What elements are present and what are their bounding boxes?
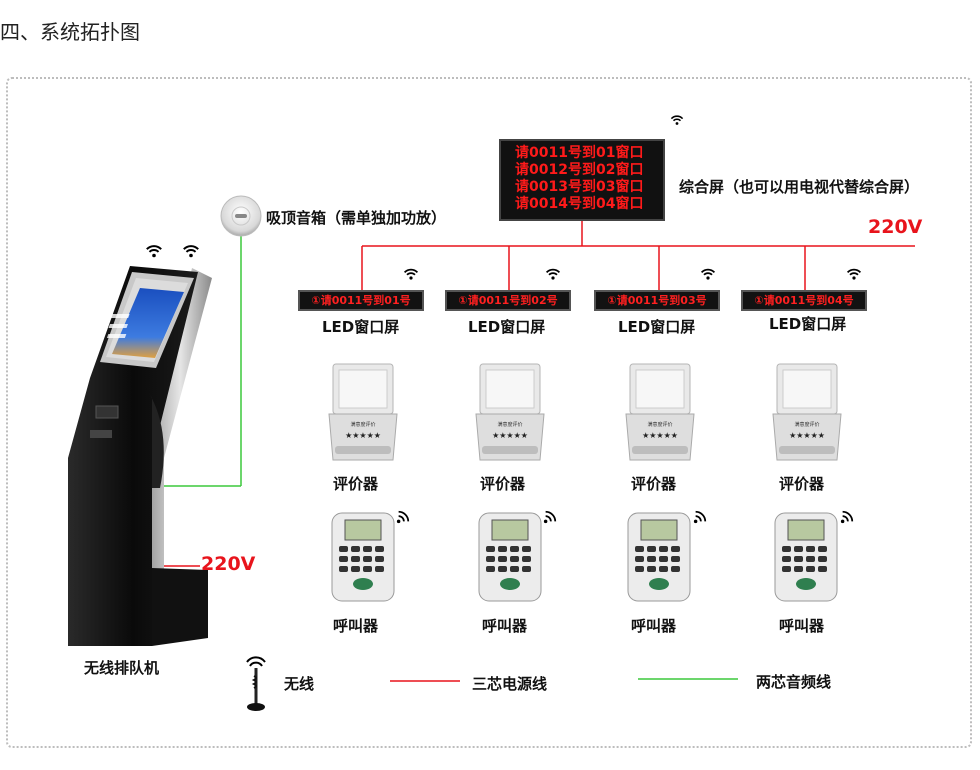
wifi-icon xyxy=(846,266,862,282)
evaluator-device: 满意度评价 ★★★★★ xyxy=(624,362,696,462)
kiosk-screen-title: 智能排队管理系统 xyxy=(94,168,135,174)
caller-label: 呼叫器 xyxy=(482,617,528,635)
window-led-label: LED窗口屏 xyxy=(769,315,847,333)
queue-kiosk xyxy=(60,258,220,653)
wireless-signal-icon xyxy=(543,510,557,524)
window-led-label: LED窗口屏 xyxy=(468,318,546,336)
wifi-icon xyxy=(182,242,200,260)
caller-label: 呼叫器 xyxy=(631,617,677,635)
wifi-icon xyxy=(403,266,419,282)
caller-label: 呼叫器 xyxy=(333,617,379,635)
window-led-screen: ①请0011号到02号 xyxy=(445,290,571,311)
ceiling-speaker-icon xyxy=(219,194,263,238)
wifi-icon xyxy=(700,266,716,282)
svg-text:★★★★★: ★★★★★ xyxy=(789,431,825,440)
svg-text:★★★★★: ★★★★★ xyxy=(492,431,528,440)
svg-text:满意度评价: 满意度评价 xyxy=(350,421,375,428)
antenna-icon xyxy=(244,654,268,714)
evaluator-device: 满意度评价 ★★★★★ xyxy=(327,362,399,462)
evaluator-device: 满意度评价 ★★★★★ xyxy=(474,362,546,462)
caller-device xyxy=(627,512,691,602)
legend-wireless-label: 无线 xyxy=(284,675,315,693)
kiosk-label: 无线排队机 xyxy=(84,659,160,677)
window-led-label: LED窗口屏 xyxy=(322,318,400,336)
caller-device xyxy=(478,512,542,602)
svg-text:满意度评价: 满意度评价 xyxy=(497,421,522,428)
evaluator-label: 评价器 xyxy=(779,475,825,493)
caller-device xyxy=(331,512,395,602)
page-title: 四、系统拓扑图 xyxy=(0,20,140,44)
svg-text:满意度评价: 满意度评价 xyxy=(794,421,819,428)
legend-audio-label: 两芯音频线 xyxy=(756,673,832,691)
speaker-label: 吸顶音箱（需单独加功放） xyxy=(266,209,447,227)
kiosk-voltage-label: 220V xyxy=(201,553,256,575)
svg-text:★★★★★: ★★★★★ xyxy=(345,431,381,440)
window-led-screen: ①请0011号到03号 xyxy=(594,290,720,311)
legend-power-label: 三芯电源线 xyxy=(472,675,548,693)
wifi-icon xyxy=(670,113,684,127)
diagram-frame xyxy=(6,77,972,748)
wifi-icon xyxy=(145,242,163,260)
svg-text:★★★★★: ★★★★★ xyxy=(642,431,678,440)
main-screen-line: 请0011号到01窗口 xyxy=(515,145,644,161)
wireless-signal-icon xyxy=(396,510,410,524)
window-led-label: LED窗口屏 xyxy=(618,318,696,336)
caller-label: 呼叫器 xyxy=(779,617,825,635)
power-voltage-label: 220V xyxy=(868,216,923,238)
main-screen-line: 请0012号到02窗口 xyxy=(515,162,644,178)
main-screen-line: 请0014号到04窗口 xyxy=(515,196,644,212)
main-led-screen: 请0011号到01窗口 请0012号到02窗口 请0013号到03窗口 请001… xyxy=(499,139,665,221)
svg-text:满意度评价: 满意度评价 xyxy=(647,421,672,428)
main-screen-label: 综合屏（也可以用电视代替综合屏） xyxy=(679,178,920,196)
main-screen-line: 请0013号到03窗口 xyxy=(515,179,644,195)
window-led-screen: ①请0011号到04号 xyxy=(741,290,867,311)
evaluator-label: 评价器 xyxy=(333,475,379,493)
caller-device xyxy=(774,512,838,602)
evaluator-device: 满意度评价 ★★★★★ xyxy=(771,362,843,462)
window-led-screen: ①请0011号到01号 xyxy=(298,290,424,311)
wireless-signal-icon xyxy=(840,510,854,524)
evaluator-label: 评价器 xyxy=(480,475,526,493)
wifi-icon xyxy=(545,266,561,282)
wireless-signal-icon xyxy=(693,510,707,524)
evaluator-label: 评价器 xyxy=(631,475,677,493)
